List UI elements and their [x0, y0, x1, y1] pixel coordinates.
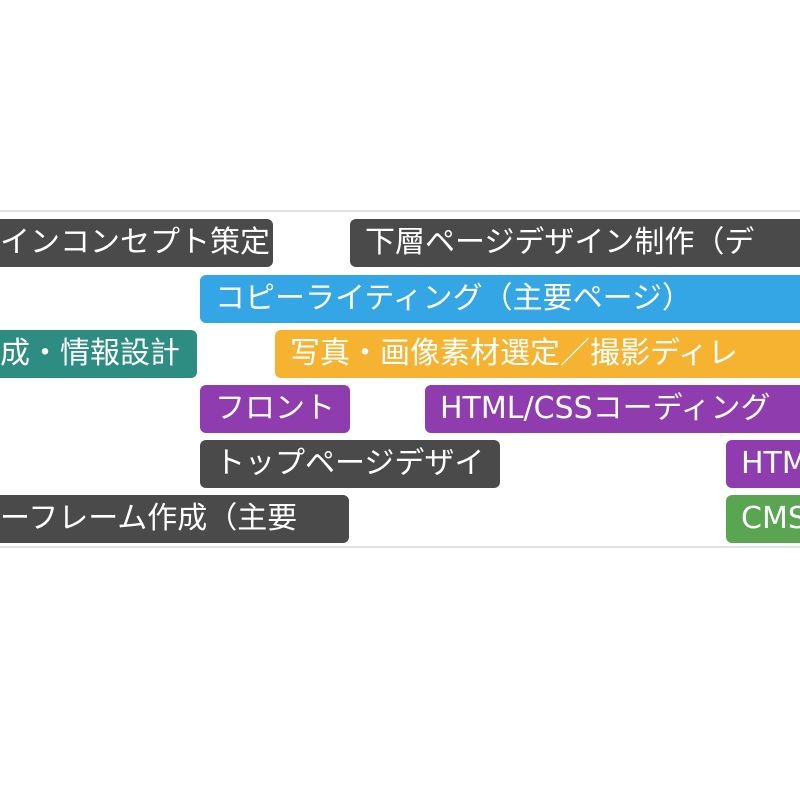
task-bar-lower-page-design[interactable]: 下層ページデザイン制作（デ	[350, 219, 800, 267]
task-bar-html[interactable]: HTML	[726, 440, 800, 488]
task-bar-front[interactable]: フロント	[200, 385, 350, 433]
task-bar-top-page-design[interactable]: トップページデザイ	[200, 440, 500, 488]
task-bar-information-architecture[interactable]: 成・情報設計	[0, 330, 197, 378]
task-bar-copywriting[interactable]: コピーライティング（主要ページ）	[200, 275, 800, 323]
task-bar-design-concept[interactable]: インコンセプト策定	[0, 219, 273, 267]
task-bar-photo-selection[interactable]: 写真・画像素材選定／撮影ディレ	[275, 330, 800, 378]
task-bar-wireframe[interactable]: ーフレーム作成（主要	[0, 495, 349, 543]
task-bar-html-css-coding[interactable]: HTML/CSSコーディング	[425, 385, 800, 433]
task-bar-cms[interactable]: CMS	[726, 495, 800, 543]
gantt-chart: インコンセプト策定 下層ページデザイン制作（デ コピーライティング（主要ページ）…	[0, 210, 800, 548]
